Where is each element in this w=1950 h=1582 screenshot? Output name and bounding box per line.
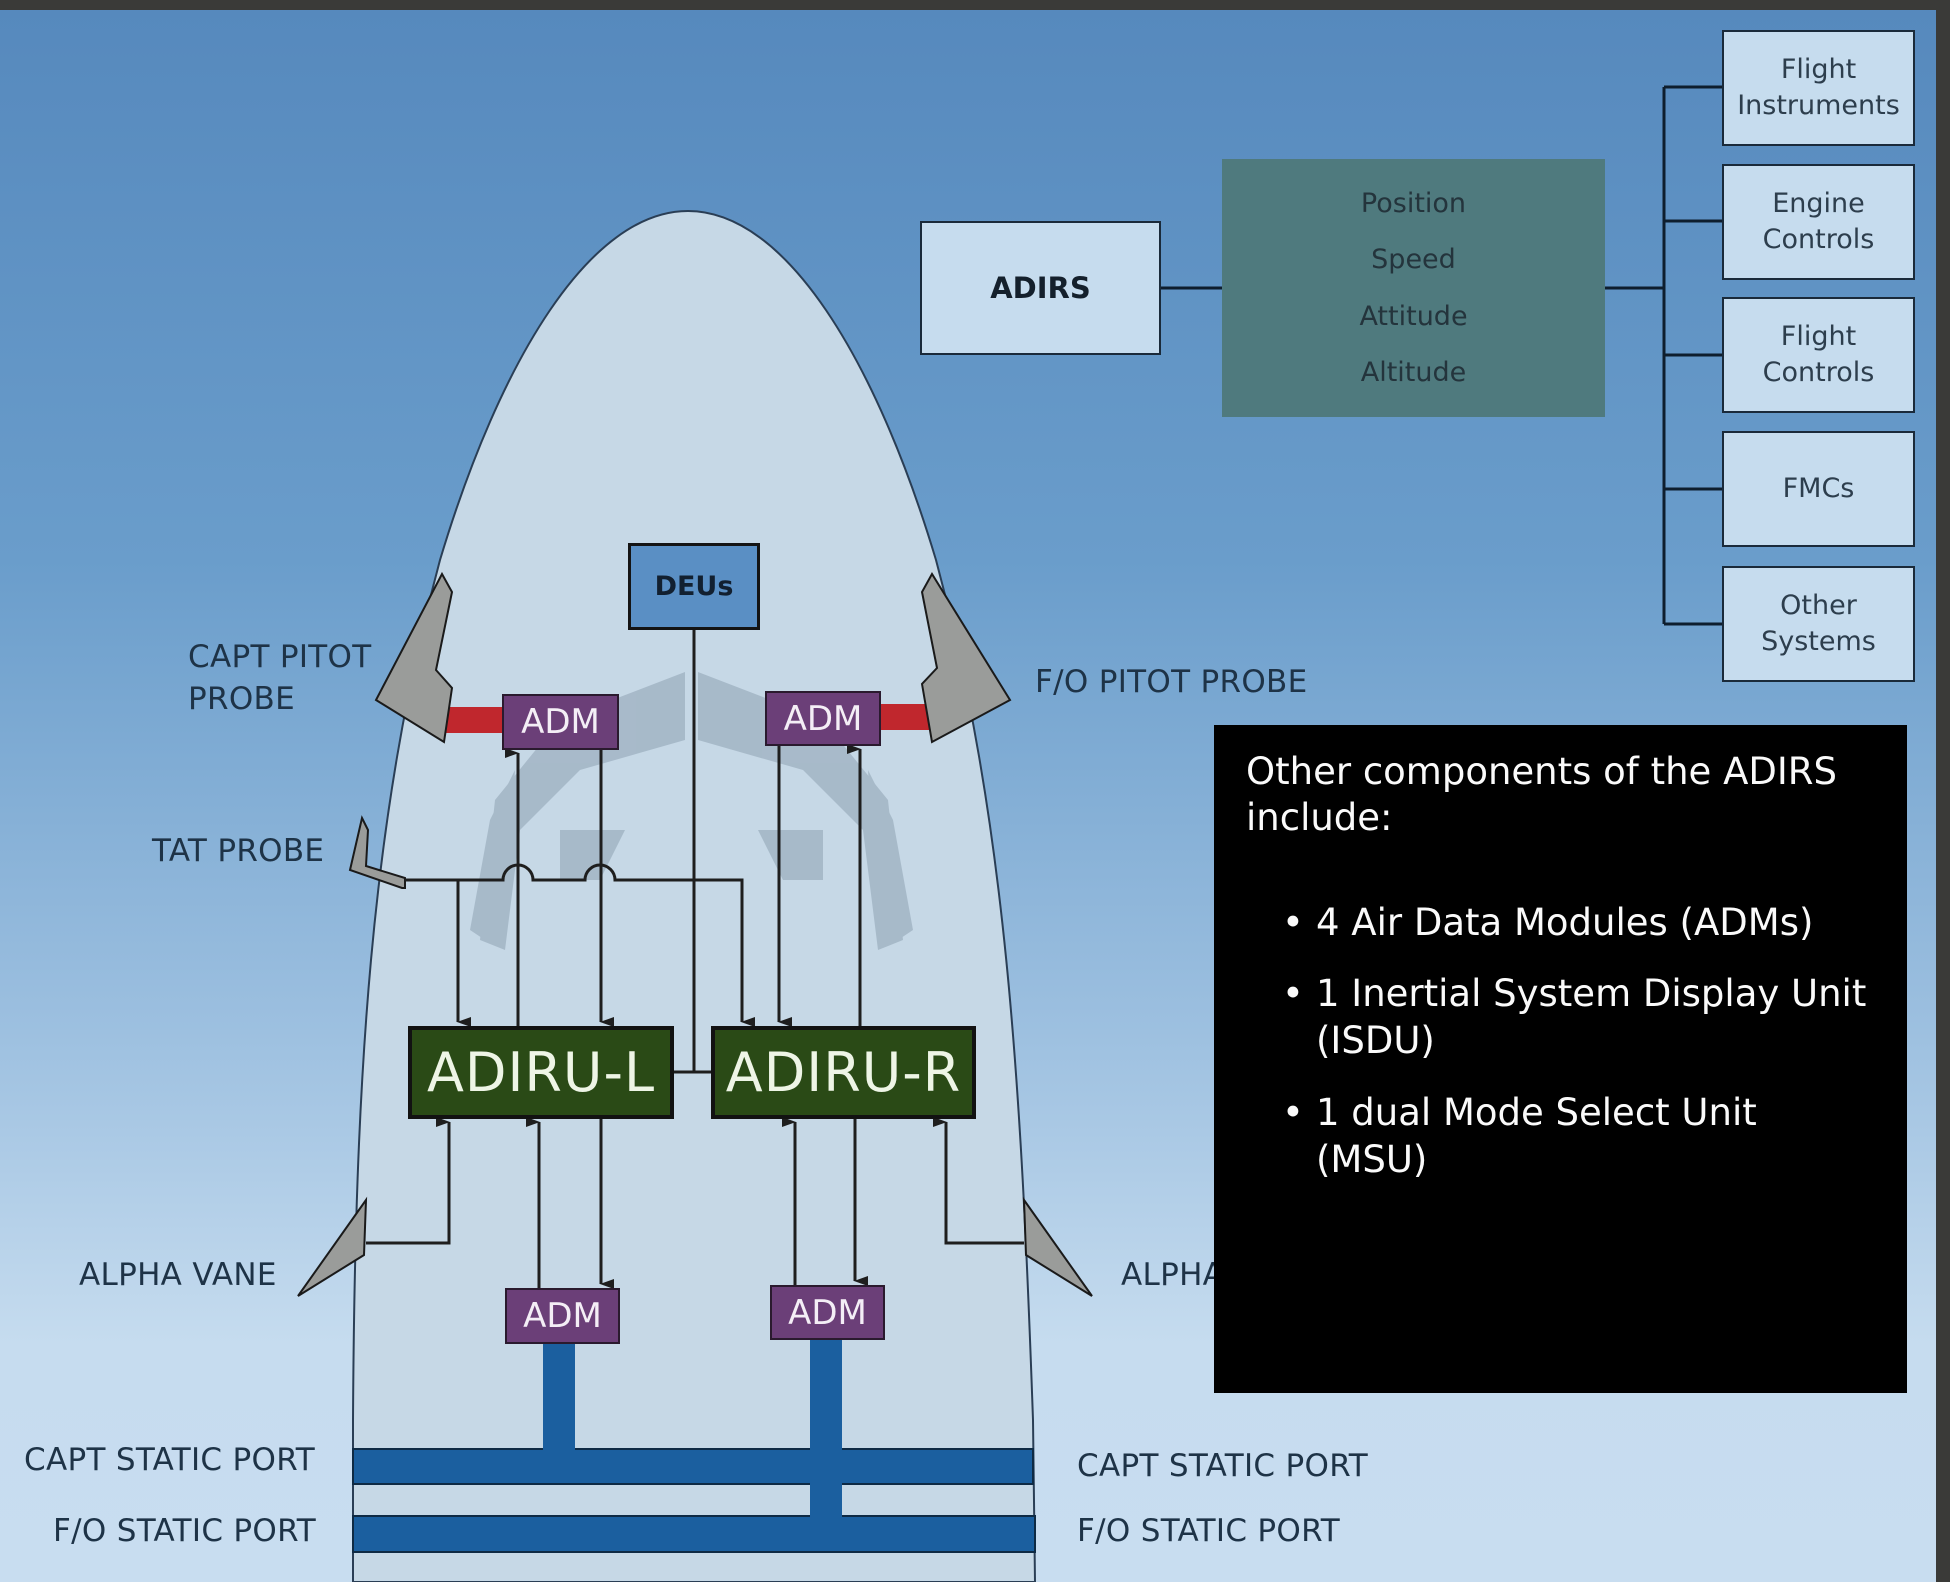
alpha-vane-left-icon bbox=[297, 1196, 368, 1297]
output-speed: Speed bbox=[1371, 244, 1456, 276]
system-box-engine-controls: Engine Controls bbox=[1722, 164, 1915, 280]
adirs-box: ADIRS bbox=[920, 221, 1161, 355]
adiru-left-box: ADIRU-L bbox=[408, 1026, 674, 1119]
info-list-item: •1 Inertial System Display Unit (ISDU) bbox=[1282, 972, 1867, 1063]
capt-static-line bbox=[352, 1448, 1034, 1485]
signal-lines bbox=[366, 629, 1024, 1289]
fo-pitot-probe-label: F/O PITOT PROBE bbox=[1035, 664, 1308, 700]
capt-pitot-line bbox=[440, 707, 510, 733]
output-position: Position bbox=[1360, 187, 1467, 219]
capt-pitot-probe-icon bbox=[374, 571, 454, 744]
adm-capt-pitot: ADM bbox=[502, 694, 619, 750]
adm-br-static-tube bbox=[810, 1339, 842, 1529]
capt-static-port-right-label: CAPT STATIC PORT bbox=[1077, 1448, 1369, 1484]
output-attitude: Attitude bbox=[1359, 300, 1468, 332]
deus-box: DEUs bbox=[628, 543, 760, 630]
alpha-vane-right-icon bbox=[1022, 1196, 1093, 1297]
window-right-border bbox=[1936, 0, 1950, 1582]
output-altitude: Altitude bbox=[1360, 357, 1467, 389]
adm-bl-static-tube bbox=[543, 1343, 575, 1459]
adiru-right-box: ADIRU-R bbox=[711, 1026, 976, 1119]
system-box-fmcs: FMCs bbox=[1722, 431, 1915, 547]
bullet-icon: • bbox=[1282, 972, 1304, 1016]
fo-static-port-left-label: F/O STATIC PORT bbox=[53, 1513, 316, 1549]
aircraft-silhouette bbox=[470, 672, 913, 950]
info-list: •4 Air Data Modules (ADMs) •1 Inertial S… bbox=[1246, 900, 1875, 1185]
bullet-icon: • bbox=[1282, 1091, 1304, 1135]
info-list-item: •4 Air Data Modules (ADMs) bbox=[1282, 900, 1875, 947]
window-top-border bbox=[0, 0, 1950, 10]
tat-probe-label: TAT PROBE bbox=[152, 833, 325, 869]
fo-pitot-probe-icon bbox=[920, 572, 1012, 744]
info-panel: Other components of the ADIRS include: •… bbox=[1214, 725, 1907, 1393]
system-box-other-systems: Other Systems bbox=[1722, 566, 1915, 682]
fo-static-line bbox=[352, 1515, 1036, 1553]
system-box-flight-instruments: Flight Instruments bbox=[1722, 30, 1915, 146]
system-box-flight-controls: Flight Controls bbox=[1722, 297, 1915, 413]
adm-fo-pitot: ADM bbox=[765, 691, 881, 746]
alpha-vane-left-label: ALPHA VANE bbox=[79, 1257, 277, 1293]
adm-fo-static: ADM bbox=[770, 1285, 885, 1340]
info-list-item: •1 dual Mode Select Unit (MSU) bbox=[1282, 1091, 1757, 1182]
bullet-icon: • bbox=[1282, 900, 1304, 944]
adirs-connectors bbox=[1160, 85, 1722, 626]
capt-static-port-left-label: CAPT STATIC PORT bbox=[24, 1442, 316, 1478]
tat-probe-icon bbox=[348, 815, 406, 889]
adm-capt-static: ADM bbox=[505, 1288, 620, 1344]
capt-pitot-probe-label: CAPT PITOT PROBE bbox=[188, 639, 372, 717]
info-heading: Other components of the ADIRS include: bbox=[1246, 750, 1837, 840]
fo-static-port-right-label: F/O STATIC PORT bbox=[1077, 1513, 1340, 1549]
adirs-outputs-panel: Position Speed Attitude Altitude bbox=[1222, 159, 1605, 417]
